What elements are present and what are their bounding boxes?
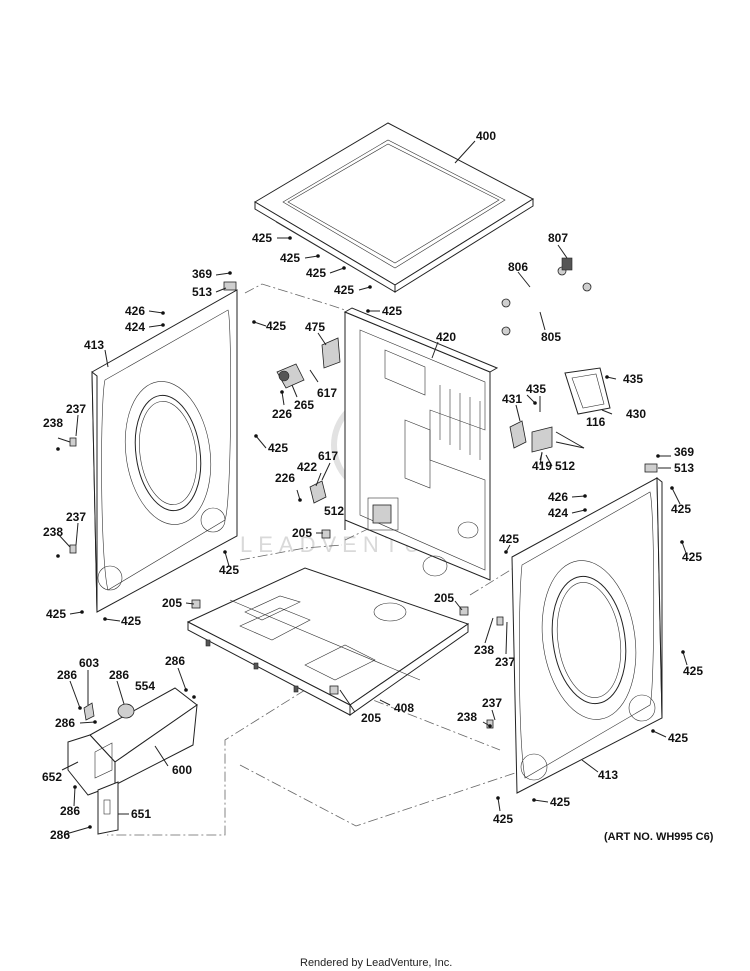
part-label-513: 513 [192, 285, 212, 299]
part-label-425: 425 [499, 532, 519, 546]
part-label-512: 512 [555, 459, 575, 473]
part-label-425: 425 [382, 304, 402, 318]
part-label-435: 435 [623, 372, 643, 386]
part-label-603: 603 [79, 656, 99, 670]
part-label-425: 425 [493, 812, 513, 826]
part-labels: 400 807 806 805 425 425 425 425 369 513 … [42, 129, 703, 842]
part-label-475: 475 [305, 320, 325, 334]
part-label-286: 286 [60, 804, 80, 818]
part-label-426: 426 [548, 490, 568, 504]
part-label-286: 286 [57, 668, 77, 682]
part-label-425: 425 [682, 550, 702, 564]
part-label-205: 205 [162, 596, 182, 610]
part-label-238: 238 [474, 643, 494, 657]
footer-credit: Rendered by LeadVenture, Inc. [300, 957, 452, 969]
small-components [276, 337, 341, 504]
part-label-226: 226 [275, 471, 295, 485]
part-label-425: 425 [671, 502, 691, 516]
part-label-425: 425 [550, 795, 570, 809]
part-label-237: 237 [482, 696, 502, 710]
part-label-600: 600 [172, 763, 192, 777]
part-label-617: 617 [317, 386, 337, 400]
part-label-425: 425 [268, 441, 288, 455]
part-label-425: 425 [46, 607, 66, 621]
part-label-805: 805 [541, 330, 561, 344]
duct-assembly-600 [67, 687, 198, 835]
part-label-238: 238 [457, 710, 477, 724]
right-side-panel-413 [511, 476, 663, 794]
part-label-413: 413 [84, 338, 104, 352]
part-label-617: 617 [318, 449, 338, 463]
bracket-430 [564, 367, 611, 415]
top-panel-400 [254, 122, 535, 293]
part-label-419: 419 [532, 459, 552, 473]
part-label-425: 425 [219, 563, 239, 577]
part-label-425: 425 [280, 251, 300, 265]
back-panel-420 [343, 307, 499, 581]
part-label-425: 425 [334, 283, 354, 297]
part-label-652: 652 [42, 770, 62, 784]
part-label-238: 238 [43, 416, 63, 430]
part-label-807: 807 [548, 231, 568, 245]
part-label-425: 425 [121, 614, 141, 628]
part-label-205: 205 [434, 591, 454, 605]
base-408 [186, 567, 470, 716]
part-label-286: 286 [50, 828, 70, 842]
part-label-425: 425 [266, 319, 286, 333]
part-label-238: 238 [43, 525, 63, 539]
part-label-425: 425 [306, 266, 326, 280]
part-label-205: 205 [292, 526, 312, 540]
part-label-425: 425 [668, 731, 688, 745]
hoses-805-806 [501, 257, 592, 336]
part-label-369: 369 [192, 267, 212, 281]
leader-lines [57, 140, 688, 835]
part-label-426: 426 [125, 304, 145, 318]
part-label-205: 205 [361, 711, 381, 725]
part-label-424: 424 [548, 506, 568, 520]
part-label-237: 237 [66, 510, 86, 524]
part-label-408: 408 [394, 701, 414, 715]
part-label-413: 413 [598, 768, 618, 782]
part-label-651: 651 [131, 807, 151, 821]
part-label-513: 513 [674, 461, 694, 475]
left-side-panel-413 [91, 289, 238, 613]
part-label-554: 554 [135, 679, 155, 693]
part-label-431: 431 [502, 392, 522, 406]
part-label-286: 286 [55, 716, 75, 730]
fastener-dots [69, 281, 658, 729]
part-label-806: 806 [508, 260, 528, 274]
part-label-422: 422 [297, 460, 317, 474]
part-label-420: 420 [436, 330, 456, 344]
part-label-425: 425 [683, 664, 703, 678]
part-label-237: 237 [495, 655, 515, 669]
part-label-116: 116 [586, 415, 606, 429]
part-label-286: 286 [109, 668, 129, 682]
part-label-425: 425 [252, 231, 272, 245]
part-label-424: 424 [125, 320, 145, 334]
part-label-512: 512 [324, 504, 344, 518]
part-label-430: 430 [626, 407, 646, 421]
part-label-237: 237 [66, 402, 86, 416]
hook-parts-431-116-419 [509, 420, 553, 466]
screw-points [56, 236, 685, 829]
part-label-265: 265 [294, 398, 314, 412]
part-label-369: 369 [674, 445, 694, 459]
part-label-286: 286 [165, 654, 185, 668]
part-label-226: 226 [272, 407, 292, 421]
art-number: (ART NO. WH995 C6) [604, 831, 714, 843]
part-label-400: 400 [476, 129, 496, 143]
part-label-435: 435 [526, 382, 546, 396]
